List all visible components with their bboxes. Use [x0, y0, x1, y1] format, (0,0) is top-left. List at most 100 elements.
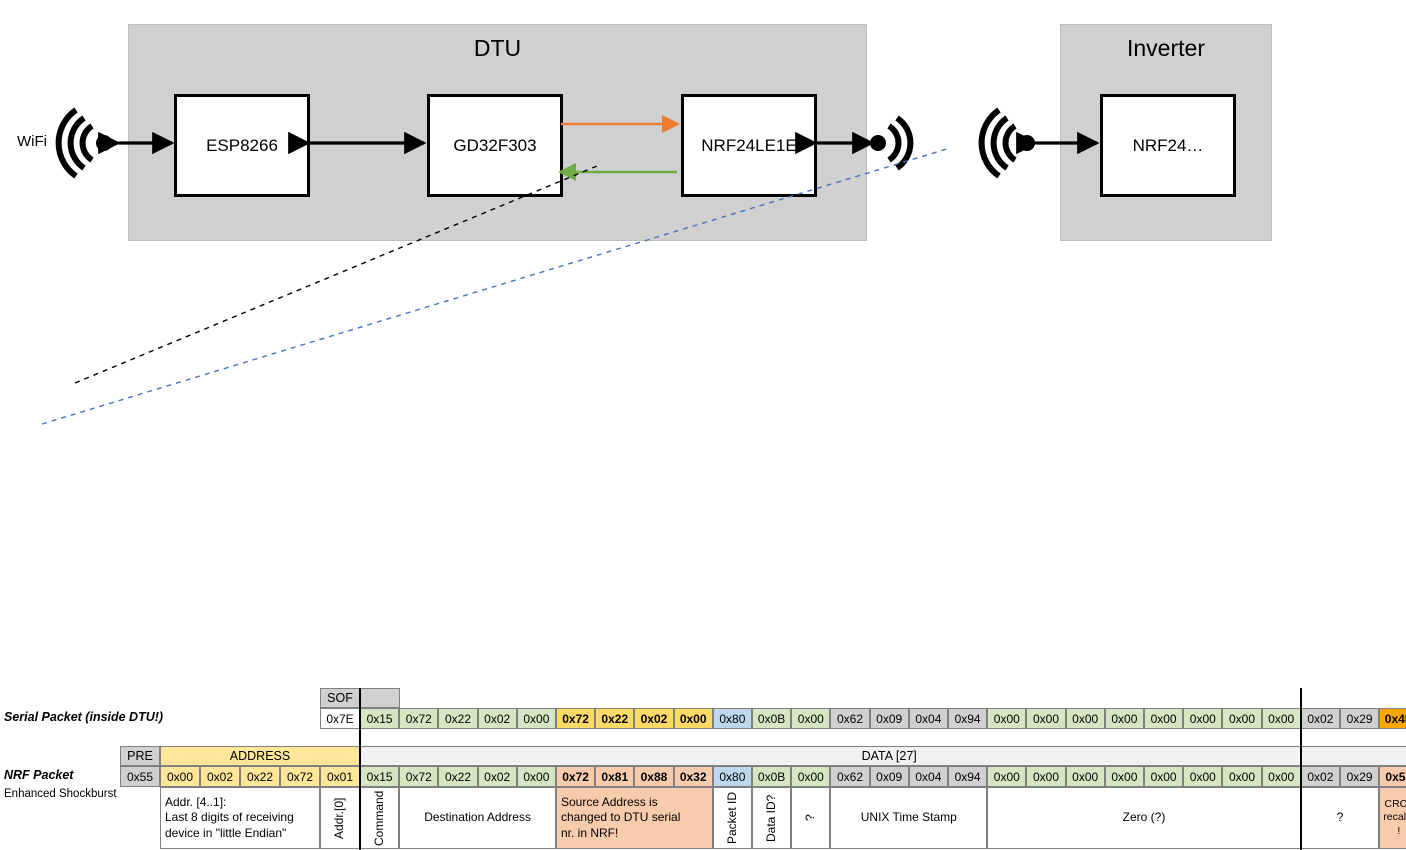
nrf-packet-sublabel: Enhanced Shockburst	[4, 788, 117, 800]
dtu-radio-antenna-icon	[887, 115, 914, 171]
nrf-address-byte-4: 0x01	[320, 766, 360, 787]
wifi-antenna-icon	[55, 107, 94, 179]
serial-byte-4: 0x00	[516, 708, 556, 729]
serial-sof-boundary	[359, 688, 362, 748]
nrf-address-byte-1: 0x02	[200, 766, 240, 787]
nrf-byte-6: 0x81	[595, 766, 635, 787]
serial-byte-23: 0x00	[1261, 708, 1301, 729]
desc-crc8: CRC8recalc.!	[1379, 787, 1406, 849]
nrf-byte-18: 0x00	[1065, 766, 1105, 787]
chip-nrf24le1e-label: NRF24LE1E	[701, 135, 797, 155]
serial-byte-12: 0x62	[830, 708, 870, 729]
inverter-radio-antenna-icon	[978, 107, 1017, 179]
serial-byte-14: 0x04	[908, 708, 948, 729]
dtu-title: DTU	[473, 35, 522, 61]
nrf-byte-26: 0x55	[1379, 766, 1406, 787]
serial-eof-boundary	[1300, 688, 1303, 748]
dtu-radio-antenna-dot	[870, 135, 886, 151]
desc-unknown-2: ?	[1300, 787, 1380, 849]
desc-addr0: Addr.[0]	[320, 787, 360, 849]
nrf-byte-15: 0x94	[948, 766, 988, 787]
nrf-byte-13: 0x09	[869, 766, 909, 787]
desc-timestamp: UNIX Time Stamp	[830, 787, 988, 849]
nrf-byte-7: 0x88	[634, 766, 674, 787]
nrf-data-header: DATA [27]	[360, 746, 1406, 766]
nrf-byte-9: 0x80	[712, 766, 752, 787]
serial-byte-1: 0x72	[399, 708, 439, 729]
chip-esp8266-label: ESP8266	[206, 135, 278, 155]
nrf-byte-16: 0x00	[987, 766, 1027, 787]
serial-byte-9: 0x80	[712, 708, 752, 729]
serial-sof-header-pad	[360, 688, 400, 708]
serial-byte-22: 0x00	[1222, 708, 1262, 729]
nrf-byte-3: 0x02	[477, 766, 517, 787]
nrf-address-byte-3: 0x72	[280, 766, 320, 787]
serial-byte-20: 0x00	[1144, 708, 1184, 729]
serial-byte-17: 0x00	[1026, 708, 1066, 729]
nrf-address-byte-0: 0x00	[160, 766, 200, 787]
nrf-byte-10: 0x0B	[752, 766, 792, 787]
serial-byte-16: 0x00	[987, 708, 1027, 729]
desc-data-id: Data ID?	[752, 787, 792, 849]
nrf-byte-24: 0x02	[1300, 766, 1340, 787]
nrf-byte-1: 0x72	[399, 766, 439, 787]
serial-byte-3: 0x02	[477, 708, 517, 729]
chip-gd32f303: GD32F303	[427, 94, 563, 197]
nrf-data-end-boundary	[1300, 746, 1303, 850]
serial-byte-13: 0x09	[869, 708, 909, 729]
nrf-byte-12: 0x62	[830, 766, 870, 787]
nrf-byte-14: 0x04	[908, 766, 948, 787]
nrf-packet-label: NRF Packet	[4, 768, 74, 782]
serial-byte-18: 0x00	[1065, 708, 1105, 729]
chip-nrf24-label: NRF24…	[1132, 135, 1204, 155]
nrf-byte-20: 0x00	[1144, 766, 1184, 787]
nrf-byte-23: 0x00	[1261, 766, 1301, 787]
nrf-byte-2: 0x22	[438, 766, 478, 787]
nrf-data-start-boundary	[359, 746, 362, 850]
serial-sof-header: SOF	[320, 688, 360, 708]
nrf-byte-11: 0x00	[791, 766, 831, 787]
nrf-byte-5: 0x72	[556, 766, 596, 787]
nrf-address-header: ADDRESS	[160, 746, 360, 766]
serial-byte-25: 0x29	[1340, 708, 1380, 729]
inverter-title: Inverter	[1127, 35, 1205, 61]
wifi-label: WiFi	[17, 133, 47, 150]
nrf-byte-4: 0x00	[516, 766, 556, 787]
serial-packet-label: Serial Packet (inside DTU!)	[4, 710, 164, 724]
chip-nrf24: NRF24…	[1100, 94, 1236, 197]
serial-byte-21: 0x00	[1183, 708, 1223, 729]
serial-byte-15: 0x94	[948, 708, 988, 729]
nrf-byte-8: 0x32	[673, 766, 713, 787]
nrf-byte-17: 0x00	[1026, 766, 1066, 787]
inverter-radio-antenna-dot	[1019, 135, 1035, 151]
serial-byte-19: 0x00	[1104, 708, 1144, 729]
serial-byte-26: 0x4E	[1379, 708, 1406, 729]
nrf-byte-0: 0x15	[360, 766, 400, 787]
wifi-antenna-dot	[96, 135, 112, 151]
packet-tables: Serial Packet (inside DTU!) NRF Packet E…	[0, 340, 1406, 850]
serial-byte-2: 0x22	[438, 708, 478, 729]
serial-byte-6: 0x22	[595, 708, 635, 729]
serial-byte-11: 0x00	[791, 708, 831, 729]
nrf-byte-22: 0x00	[1222, 766, 1262, 787]
serial-byte-5: 0x72	[556, 708, 596, 729]
desc-command: Command	[360, 787, 400, 849]
desc-packet-id: Packet ID	[712, 787, 752, 849]
nrf-byte-19: 0x00	[1104, 766, 1144, 787]
nrf-pre-header: PRE	[120, 746, 160, 766]
serial-byte-8: 0x00	[673, 708, 713, 729]
chip-nrf24le1e: NRF24LE1E	[681, 94, 817, 197]
desc-unknown-1: ?	[791, 787, 831, 849]
serial-byte-7: 0x02	[634, 708, 674, 729]
desc-zero: Zero (?)	[987, 787, 1301, 849]
serial-byte-10: 0x0B	[752, 708, 792, 729]
chip-esp8266: ESP8266	[174, 94, 310, 197]
nrf-byte-21: 0x00	[1183, 766, 1223, 787]
nrf-address-byte-2: 0x22	[240, 766, 280, 787]
desc-destination: Destination Address	[399, 787, 556, 849]
block-diagram: DTU Inverter ESP8266 GD32F303 NRF24LE1E …	[0, 0, 1406, 270]
serial-sof-value: 0x7E	[320, 708, 360, 729]
serial-byte-0: 0x15	[360, 708, 400, 729]
